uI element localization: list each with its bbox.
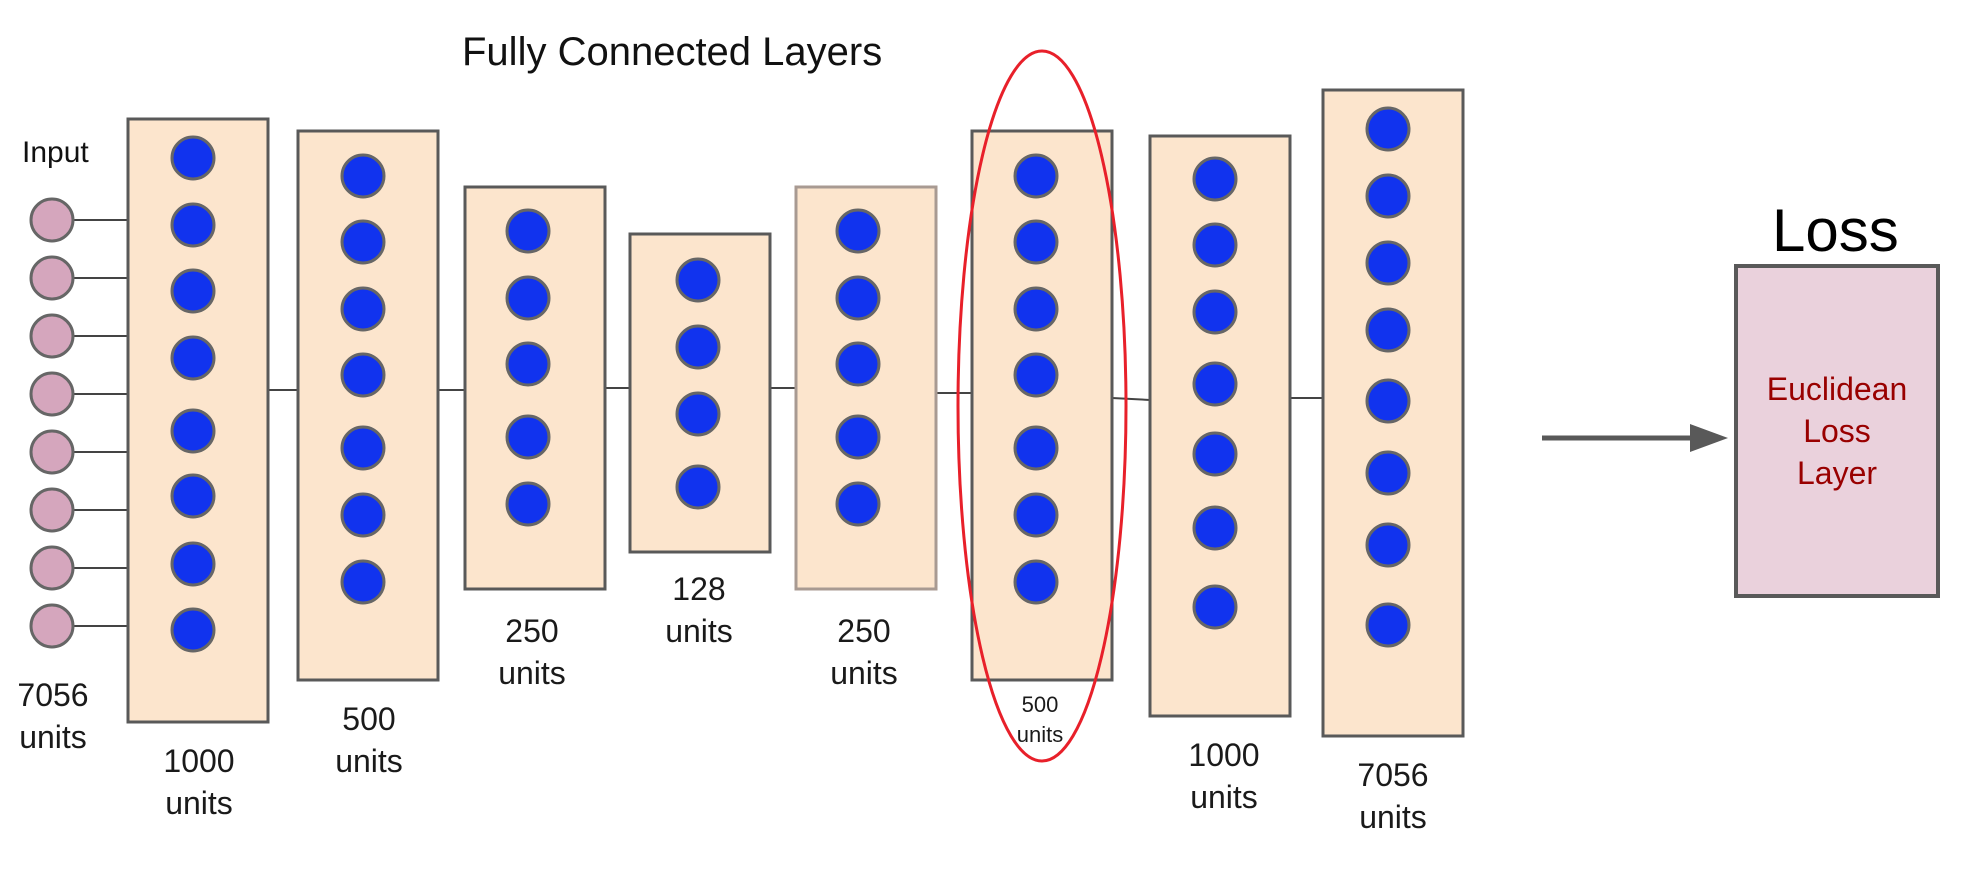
layer-6-units-number: 500 [1021, 692, 1059, 717]
layer-1-label: 1000 units [149, 740, 249, 824]
layer-8-node-3 [1365, 240, 1411, 286]
layer-7-node-1 [1192, 156, 1238, 202]
layer-8-node-6 [1365, 450, 1411, 496]
input-label: Input [22, 136, 89, 169]
layer-2-units-word: units [335, 743, 403, 779]
layer-7-box [1148, 134, 1292, 718]
layer-1-node-6 [170, 473, 216, 519]
layer-4-node-4 [675, 464, 721, 510]
loss-arrow-head [1690, 424, 1728, 452]
layer-2-node-3 [340, 286, 386, 332]
layer-5-units-word: units [830, 655, 898, 691]
layer-7-node-7 [1192, 584, 1238, 630]
layer-4-node-1 [675, 257, 721, 303]
layer-7-node-5 [1192, 431, 1238, 477]
loss-title: Loss [1772, 197, 1899, 264]
diagram-title: Fully Connected Layers [462, 30, 883, 74]
layer-2-node-5 [340, 425, 386, 471]
layer-4-node-3 [675, 391, 721, 437]
layer-4-units-number: 128 [672, 571, 726, 607]
input-node-7 [29, 545, 75, 591]
layer-8-node-8 [1365, 602, 1411, 648]
layer-2-node-1 [340, 153, 386, 199]
layer-1-units-word: units [165, 785, 233, 821]
layer-2-node-6 [340, 492, 386, 538]
layer-1-node-5 [170, 408, 216, 454]
layer-1-node-1 [170, 135, 216, 181]
layer-7-label: 1000 units [1174, 734, 1274, 818]
layer-8-node-7 [1365, 522, 1411, 568]
euclidean-loss-layer-box: Euclidean Loss Layer [1734, 264, 1940, 598]
layer-6-node-2 [1013, 219, 1059, 265]
layer-8-label: 7056 units [1343, 754, 1443, 838]
layer-7-units-number: 1000 [1188, 737, 1260, 773]
layer-5-node-3 [835, 341, 881, 387]
layer-2-label: 500 units [319, 698, 419, 782]
layer-5-node-2 [835, 275, 881, 321]
layer-5-node-4 [835, 414, 881, 460]
layer-3-label: 250 units [482, 610, 582, 694]
layer-8-node-5 [1365, 378, 1411, 424]
input-units-word: units [19, 719, 87, 755]
layer-3-node-2 [505, 275, 551, 321]
layer-8-units-number: 7056 [1357, 757, 1429, 793]
layer-6-label: 500 units [990, 690, 1090, 750]
layer-2-units-number: 500 [342, 701, 396, 737]
layer-2-node-4 [340, 352, 386, 398]
input-units-label: 7056 units [8, 674, 98, 758]
layer-6-node-3 [1013, 286, 1059, 332]
input-node-5 [29, 429, 75, 475]
input-node-8 [29, 603, 75, 649]
layer-3-node-3 [505, 341, 551, 387]
loss-text-line-1: Euclidean [1766, 371, 1908, 407]
layer-7-units-word: units [1190, 779, 1258, 815]
input-node-1 [29, 197, 75, 243]
loss-text-line-3: Layer [1796, 455, 1878, 491]
layer-1-units-number: 1000 [163, 743, 235, 779]
layer-6-node-1 [1013, 153, 1059, 199]
layer-1-node-2 [170, 202, 216, 248]
layer-1-node-3 [170, 268, 216, 314]
loss-text-line-2: Loss [1803, 413, 1871, 449]
layer-3-node-5 [505, 481, 551, 527]
layer-5-label: 250 units [814, 610, 914, 694]
layer-7-node-6 [1192, 505, 1238, 551]
input-units-number: 7056 [17, 677, 89, 713]
layer-3-node-4 [505, 414, 551, 460]
input-node-6 [29, 487, 75, 533]
layer-3-node-1 [505, 208, 551, 254]
bottleneck-highlight-ellipse [956, 49, 1128, 763]
input-node-3 [29, 313, 75, 359]
layer-6-node-7 [1013, 559, 1059, 605]
layer-8-node-2 [1365, 173, 1411, 219]
layer-6-node-4 [1013, 352, 1059, 398]
loss-layer-text: Euclidean Loss Layer [1767, 368, 1908, 494]
layer-4-label: 128 units [649, 568, 749, 652]
layer-1-node-7 [170, 541, 216, 587]
layer-2-node-2 [340, 219, 386, 265]
layer-2-node-7 [340, 559, 386, 605]
layer-6-units-word: units [1016, 722, 1064, 747]
layer-6-node-5 [1013, 425, 1059, 471]
layer-8-units-word: units [1359, 799, 1427, 835]
layer-7-node-2 [1192, 222, 1238, 268]
layer-8-node-1 [1365, 106, 1411, 152]
layer-3-units-word: units [498, 655, 566, 691]
layer-5-units-number: 250 [837, 613, 891, 649]
input-node-2 [29, 255, 75, 301]
layer-5-node-5 [835, 481, 881, 527]
layer-7-node-3 [1192, 289, 1238, 335]
layer-connector-6 [1111, 397, 1151, 401]
layer-1-node-4 [170, 335, 216, 381]
layer-8-node-4 [1365, 307, 1411, 353]
layer-4-node-2 [675, 324, 721, 370]
layer-5-node-1 [835, 208, 881, 254]
layer-6-node-6 [1013, 492, 1059, 538]
layer-3-units-number: 250 [505, 613, 559, 649]
input-node-4 [29, 371, 75, 417]
layer-7-node-4 [1192, 361, 1238, 407]
layer-1-node-8 [170, 607, 216, 653]
layer-4-units-word: units [665, 613, 733, 649]
